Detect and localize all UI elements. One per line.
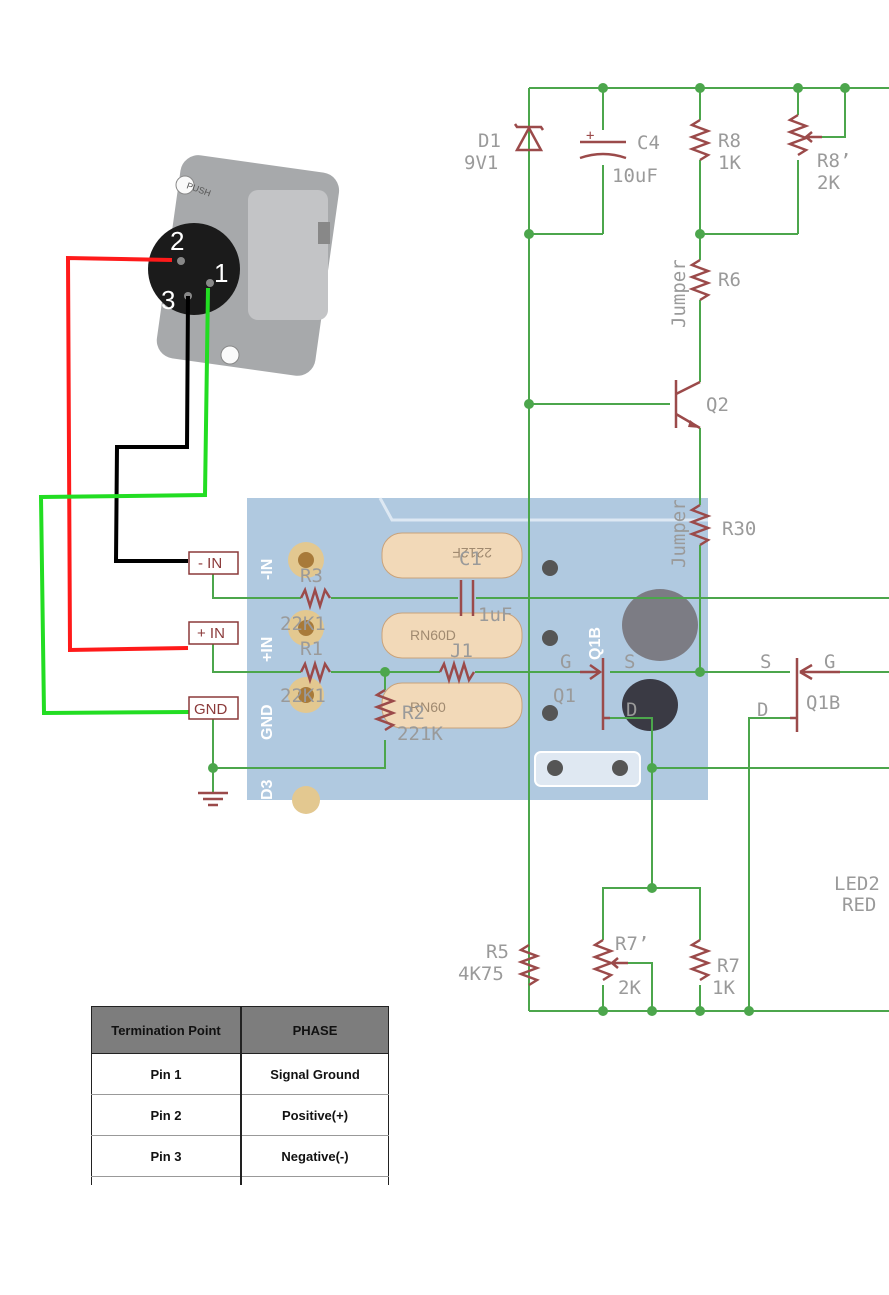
q1b-name: Q1B xyxy=(806,692,840,714)
r30-value: Jumper xyxy=(668,499,690,568)
wire-green-pin1 xyxy=(38,287,210,716)
header-termination-point: Termination Point xyxy=(91,1006,242,1054)
r7-resistor xyxy=(688,938,712,982)
r2-value: 221K xyxy=(397,723,443,745)
cell-phase: Positive(+) xyxy=(241,1094,389,1136)
q1b-g: G xyxy=(824,651,835,673)
c1-name: C1 xyxy=(459,548,482,570)
terminal-pos-in-box xyxy=(188,621,239,645)
q1b-jfet xyxy=(790,658,840,732)
r8p-value: 2K xyxy=(817,172,840,194)
pcb-photo: -IN +IN GND D3 Q1B 2212F RN60D RN60 xyxy=(247,497,708,814)
wire-red-pin2 xyxy=(65,255,189,653)
r7-value: 1K xyxy=(712,977,735,999)
r6-value: Jumper xyxy=(668,259,690,328)
r1-value: 22K1 xyxy=(280,685,326,707)
r7p-value: 2K xyxy=(618,977,641,999)
d1-value: 9V1 xyxy=(464,152,498,174)
c1-value: 1uF xyxy=(478,604,512,626)
table-row: Pin 3 Negative(-) xyxy=(91,1135,389,1177)
svg-text:+: + xyxy=(586,128,594,144)
terminal-gnd: GND xyxy=(194,701,228,718)
table-row: Pin 2 Positive(+) xyxy=(91,1094,389,1136)
q2-transistor xyxy=(674,380,701,430)
r8p-name: R8’ xyxy=(817,150,851,172)
r8p-potentiometer xyxy=(786,113,810,157)
r1-name: R1 xyxy=(300,638,323,660)
r5-resistor xyxy=(517,943,541,987)
cell-pin: Pin 2 xyxy=(91,1094,242,1136)
r8-resistor xyxy=(688,118,712,162)
cell-empty xyxy=(91,1176,242,1185)
led2-name: LED2 xyxy=(834,873,880,895)
resistor-mark-2: RN60D xyxy=(410,627,456,643)
r8p-wiper-icon xyxy=(804,131,822,143)
c4-name: C4 xyxy=(637,132,660,154)
r7-name: R7 xyxy=(717,955,740,977)
led2-value: RED xyxy=(842,894,876,916)
r6-resistor xyxy=(688,258,712,302)
q1a-d: D xyxy=(626,699,637,721)
table-row: Pin 1 Signal Ground xyxy=(91,1053,389,1095)
r1-resistor xyxy=(299,659,332,685)
junction-dots xyxy=(208,83,850,1016)
q1a-jfet xyxy=(580,658,610,730)
r3-name: R3 xyxy=(300,565,323,587)
cell-pin: Pin 1 xyxy=(91,1053,242,1095)
cell-pin: Pin 3 xyxy=(91,1135,242,1177)
r6-name: R6 xyxy=(718,269,741,291)
q1a-name: Q1 xyxy=(553,685,576,707)
silk-neg-in: -IN xyxy=(259,559,276,580)
r7p-potentiometer xyxy=(591,938,615,982)
wire-black-pin3 xyxy=(113,295,190,563)
terminal-neg-in: - IN xyxy=(198,555,222,572)
cell-phase: Negative(-) xyxy=(241,1135,389,1177)
phase-table: Termination Point PHASE Pin 1 Signal Gro… xyxy=(91,1006,389,1185)
q2-name: Q2 xyxy=(706,394,729,416)
cell-phase: Signal Ground xyxy=(241,1053,389,1095)
q1a-s: S xyxy=(624,651,635,673)
c4-value: 10uF xyxy=(612,165,658,187)
terminal-pos-in: + IN xyxy=(197,625,225,642)
resistor-mark-1: 2212F xyxy=(452,545,492,561)
r7p-wiper-icon xyxy=(610,957,628,969)
c1-capacitor xyxy=(459,580,475,616)
xlr-connector: PUSH 2 1 3 xyxy=(148,155,340,376)
q1b-s: S xyxy=(760,651,771,673)
r3-value: 22K1 xyxy=(280,613,326,635)
terminal-gnd-box xyxy=(188,696,239,720)
silk-gnd: GND xyxy=(259,704,276,740)
pin-label-1: 1 xyxy=(214,258,228,288)
silk-q1b: Q1B xyxy=(587,627,604,660)
r8-value: 1K xyxy=(718,152,741,174)
resistor-mark-3: RN60 xyxy=(410,699,446,715)
q1b-d: D xyxy=(757,699,768,721)
table-row-empty xyxy=(91,1176,389,1185)
d1-zener-diode xyxy=(513,123,545,152)
silk-pos-in: +IN xyxy=(259,637,276,662)
ground-symbol-icon xyxy=(198,791,228,807)
c4-capacitor: + xyxy=(579,128,627,160)
header-phase: PHASE xyxy=(240,1006,389,1054)
cell-empty xyxy=(241,1176,389,1185)
r8-name: R8 xyxy=(718,130,741,152)
q1a-g: G xyxy=(560,651,571,673)
r5-value: 4K75 xyxy=(458,963,504,985)
j1-name: J1 xyxy=(450,640,473,662)
r2-name: R2 xyxy=(402,702,425,724)
r3-resistor xyxy=(299,585,332,611)
r7p-name: R7’ xyxy=(615,933,649,955)
r5-name: R5 xyxy=(486,941,509,963)
terminal-neg-in-box xyxy=(188,551,239,575)
r2-resistor xyxy=(373,688,397,732)
pin-label-3: 3 xyxy=(161,285,175,315)
d1-name: D1 xyxy=(478,130,501,152)
pin-label-2: 2 xyxy=(170,226,184,256)
j1-jumper xyxy=(438,659,476,685)
silk-d3: D3 xyxy=(259,779,276,800)
phase-table-header: Termination Point PHASE xyxy=(91,1006,389,1054)
r30-resistor xyxy=(688,503,712,547)
r30-name: R30 xyxy=(722,518,756,540)
